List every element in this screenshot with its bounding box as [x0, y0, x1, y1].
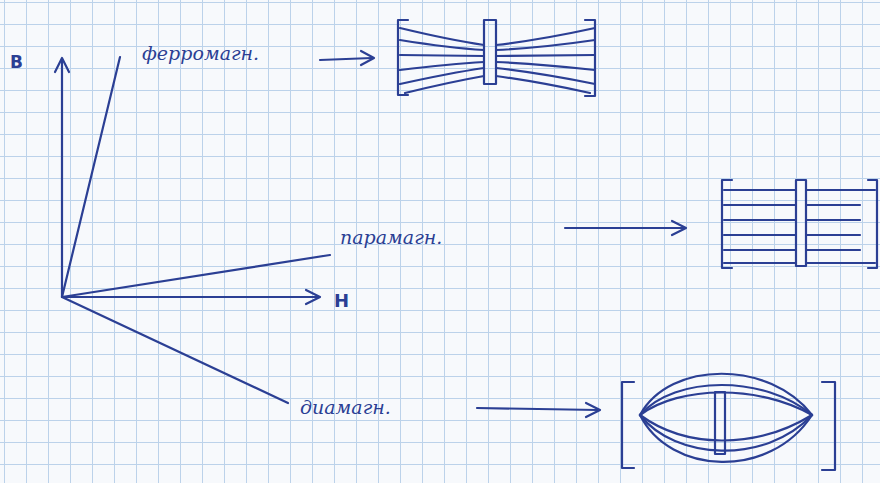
sample — [715, 392, 725, 454]
h-axis — [62, 296, 318, 298]
dia-line — [62, 297, 288, 403]
pointer-arrows — [320, 51, 686, 417]
sample — [796, 180, 806, 266]
axes — [55, 58, 320, 304]
axis-label: H — [334, 290, 349, 312]
b-axis — [61, 60, 63, 297]
pole-bracket — [822, 382, 835, 470]
axis-label: парамагн. — [340, 226, 442, 249]
sample — [484, 20, 496, 84]
paramagnet-picture — [722, 180, 877, 268]
diamagnet-picture — [622, 374, 835, 470]
axis-label: диамагн. — [300, 396, 391, 419]
axis-label: B — [10, 52, 23, 72]
ferro-line — [62, 57, 120, 297]
ferromagnet-picture — [398, 20, 595, 96]
para-line — [62, 255, 330, 297]
pole-bracket — [722, 180, 732, 268]
pole-bracket — [622, 382, 634, 468]
axis-arrowhead — [55, 58, 69, 72]
axis-label: ферромагн. — [142, 42, 259, 65]
pole-bracket — [868, 180, 877, 268]
axis-arrowhead — [306, 290, 320, 304]
